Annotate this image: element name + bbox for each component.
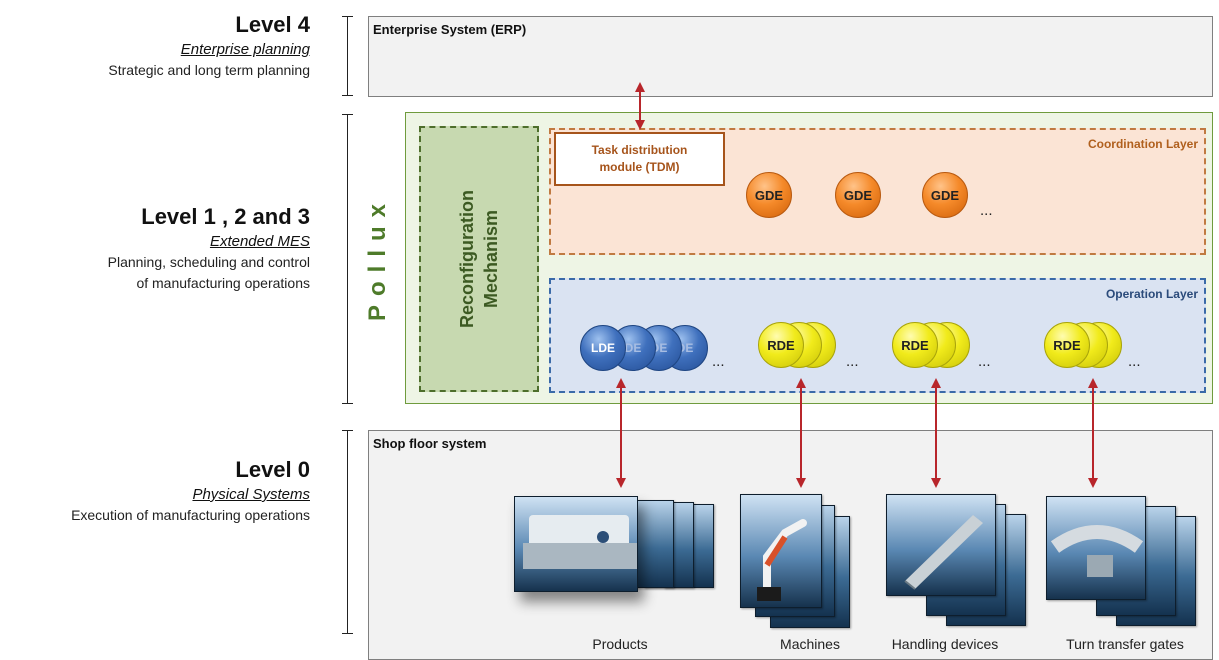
gde-node: GDE [922, 172, 968, 218]
erp-label: Enterprise System (ERP) [373, 22, 527, 37]
level-subtitle: Enterprise planning [180, 41, 310, 58]
level-description: Execution of manufacturing operations [71, 507, 310, 523]
machines-image [740, 494, 860, 630]
level-title: Level 1 , 2 and 3 [141, 204, 310, 229]
gde-node: GDE [835, 172, 881, 218]
caption-turn-transfer-gates: Turn transfer gates [1066, 636, 1184, 652]
coordination-layer-label: Coordination Layer [1087, 137, 1198, 151]
caption-machines: Machines [780, 636, 840, 652]
rde-node: RDE [892, 322, 938, 368]
level-subtitle: Extended MES [209, 233, 310, 250]
erp-box: Enterprise System (ERP) [368, 16, 1213, 97]
level-123-bracket [342, 114, 353, 404]
level-4-bracket [342, 16, 353, 96]
level-0-label: Level 0 Physical Systems Execution of ma… [71, 457, 310, 526]
ellipsis: ... [978, 353, 991, 370]
level-0-bracket [342, 430, 353, 634]
ellipsis: ... [846, 353, 859, 370]
rde-node: RDE [758, 322, 804, 368]
operation-layer-label: Operation Layer [1105, 287, 1198, 301]
products-image [514, 496, 714, 596]
shop-floor-label: Shop floor system [373, 436, 487, 451]
level-123-label: Level 1 , 2 and 3 Extended MES Planning,… [108, 204, 310, 294]
caption-products: Products [592, 636, 648, 652]
level-description: Strategic and long term planning [108, 62, 310, 78]
caption-handling-devices: Handling devices [891, 636, 999, 652]
rde-node: RDE [1044, 322, 1090, 368]
turn-transfer-gates-image [1046, 496, 1196, 632]
gde-node: GDE [746, 172, 792, 218]
lde-node: LDE [580, 325, 626, 371]
level-title: Level 0 [235, 457, 310, 482]
ellipsis: ... [980, 202, 993, 219]
ellipsis: ... [712, 353, 725, 370]
level-4-label: Level 4 Enterprise planning Strategic an… [108, 12, 310, 81]
handling-devices-image [886, 494, 1036, 630]
level-subtitle: Physical Systems [192, 486, 310, 503]
reconfiguration-mechanism-box [419, 126, 539, 392]
level-title: Level 4 [235, 12, 310, 37]
ellipsis: ... [1128, 353, 1141, 370]
